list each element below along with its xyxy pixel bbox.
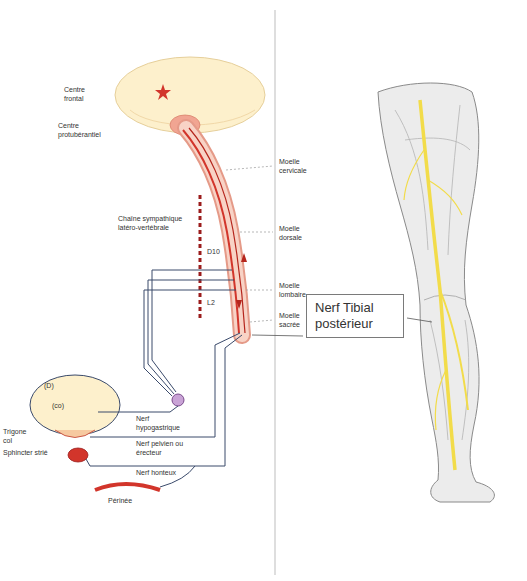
label-text: Nerf honteux xyxy=(136,469,186,478)
label-text: Moelle sacrée xyxy=(279,312,309,329)
label-text: Périnée xyxy=(108,497,148,506)
label-text: Centre protubérantiel xyxy=(58,122,110,139)
label-text: Moelle cervicale xyxy=(279,158,311,175)
pelvic-nerves xyxy=(86,333,242,487)
label-text: Nerf hypogastrique xyxy=(136,415,188,432)
label-text: Moelle dorsale xyxy=(279,225,311,242)
label-text: Trigone col xyxy=(3,428,35,445)
bladder xyxy=(30,375,120,462)
level-ticks xyxy=(226,166,273,322)
callout-box: Nerf Tibial postérieur xyxy=(306,294,404,338)
callout-text: Nerf Tibial postérieur xyxy=(315,300,395,332)
striated-sphincter xyxy=(68,448,88,462)
label-text: Nerf pelvien ou érecteur xyxy=(136,440,192,457)
frontal-centre-star xyxy=(155,84,171,100)
ganglion xyxy=(172,394,184,406)
perineum xyxy=(95,484,160,490)
separator-line xyxy=(275,10,276,575)
sympathetic-nerves xyxy=(144,270,236,396)
label-text: (D) xyxy=(44,382,60,391)
label-text: Sphincter strié xyxy=(3,449,55,458)
leg-illustration xyxy=(378,83,494,502)
label-text: Centre frontal xyxy=(64,86,98,103)
label-text: L2 xyxy=(207,299,221,308)
label-text: (co) xyxy=(52,402,68,411)
spinal-cord xyxy=(183,128,247,335)
label-text: Chaîne sympathique latéro-vertébrale xyxy=(118,215,188,232)
label-text: D10 xyxy=(207,248,223,257)
sympathetic-chain xyxy=(200,195,201,320)
